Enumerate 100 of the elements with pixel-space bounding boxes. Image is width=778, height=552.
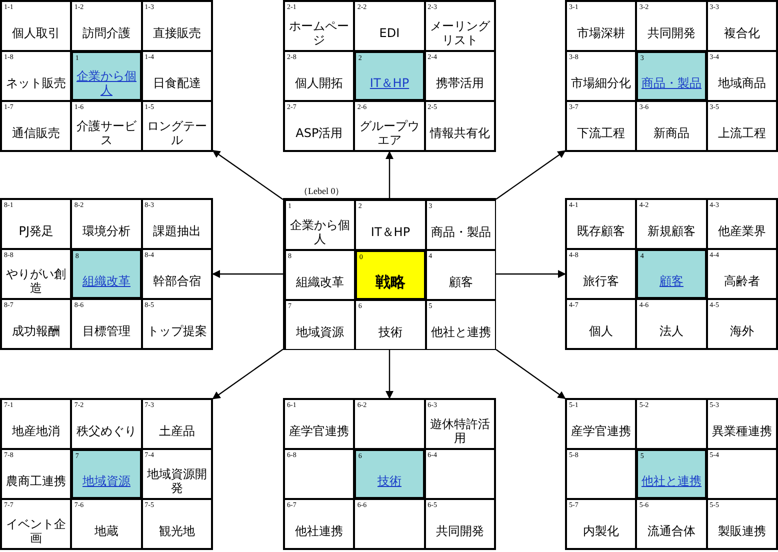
- idea-cell: [424, 1, 495, 51]
- idea-cell: [284, 499, 354, 549]
- theme-link: 技術: [377, 474, 402, 488]
- theme-cell: [355, 250, 426, 300]
- cell-text: 共同開発: [436, 524, 484, 538]
- idea-cell: [142, 1, 212, 51]
- theme-cell: [71, 449, 142, 499]
- idea-cell: [636, 399, 707, 449]
- idea-cell: [284, 1, 354, 51]
- idea-cell: [424, 399, 495, 449]
- cell-text: 製販連携: [718, 524, 766, 538]
- grid-frame: [565, 198, 778, 350]
- idea-cell: [706, 449, 777, 499]
- idea-cell: [1, 249, 72, 299]
- cell-text: 下流工程: [577, 126, 626, 140]
- cell-text: 観光地: [158, 524, 195, 538]
- idea-cell: [566, 101, 636, 151]
- theme-link: 企業から個人: [75, 68, 138, 96]
- idea-cell: [355, 300, 426, 350]
- cell-text: 商品・製品: [430, 224, 491, 238]
- idea-cell: [355, 200, 426, 250]
- idea-cell: [636, 199, 707, 249]
- cell-text: 異業種連携: [712, 424, 772, 438]
- cell-text: 目標管理: [82, 324, 130, 338]
- idea-cell: [1, 51, 72, 101]
- theme-cell: [71, 51, 142, 101]
- idea-cell: [1, 199, 72, 249]
- cell-text: トップ提案: [146, 324, 207, 338]
- cell-text: 個人開拓: [295, 76, 344, 90]
- idea-cell: [354, 1, 425, 51]
- idea-cell: [354, 499, 425, 549]
- cell-text: 組織改革: [296, 274, 344, 288]
- idea-cell: [706, 1, 777, 51]
- idea-cell: [424, 449, 495, 499]
- cell-text: 環境分析: [82, 224, 130, 238]
- cell-text: 土産品: [158, 424, 195, 438]
- arrow: [212, 348, 284, 400]
- idea-cell: [1, 1, 72, 51]
- idea-cell: [636, 299, 707, 349]
- cell-text: 幹部合宿: [152, 274, 201, 288]
- cell-text: ASP活用: [296, 126, 343, 140]
- idea-cell: [142, 199, 212, 249]
- cell-text: 成功報酬: [12, 324, 60, 338]
- grid-frame: [565, 398, 778, 550]
- idea-cell: [71, 399, 142, 449]
- cell-text: 地域資源: [296, 324, 344, 338]
- theme-cell: [636, 51, 707, 101]
- cell-text: 他社と連携: [430, 324, 491, 338]
- idea-cell: [706, 399, 777, 449]
- cell-text: 農商工連携: [6, 474, 66, 488]
- cell-text: 産学官連携: [571, 424, 632, 438]
- cell-text: 地蔵: [94, 524, 118, 538]
- cell-text: 上流工程: [718, 126, 766, 140]
- main-theme-text: 戦略: [375, 274, 406, 288]
- cell-text: 産学官連携: [289, 424, 350, 438]
- cell-text: 海外: [730, 324, 754, 338]
- grid-frame: [283, 398, 496, 550]
- cell-text: 課題抽出: [152, 224, 201, 238]
- grid-frame: [565, 0, 778, 152]
- idea-cell: [426, 200, 496, 250]
- cell-text: 新規顧客: [647, 224, 696, 238]
- idea-cell: [636, 499, 707, 549]
- cell-text: 介護サービス: [75, 118, 138, 146]
- theme-link: 他社と連携: [641, 474, 702, 488]
- idea-cell: [706, 199, 777, 249]
- cell-text: 共同開発: [647, 26, 696, 40]
- cell-text: 個人: [589, 324, 614, 338]
- idea-cell: [706, 101, 777, 151]
- cell-text: 市場深耕: [577, 26, 626, 40]
- idea-cell: [285, 300, 356, 350]
- arrow: [496, 270, 566, 278]
- idea-cell: [566, 299, 636, 349]
- cell-text: 遊休特許活用: [428, 416, 491, 444]
- cell-text: 地域資源開発: [146, 466, 208, 494]
- cell-text: 顧客: [448, 274, 473, 288]
- theme-cell: [71, 249, 142, 299]
- idea-cell: [426, 300, 496, 350]
- idea-cell: [566, 399, 636, 449]
- cell-text: グループウエア: [358, 118, 420, 146]
- arrow: [386, 151, 394, 198]
- cell-text: 直接販売: [152, 26, 201, 40]
- cell-text: 複合化: [724, 26, 760, 40]
- cell-text: 地産地消: [12, 424, 60, 438]
- cell-text: 技術: [378, 324, 402, 338]
- idea-cell: [424, 101, 495, 151]
- idea-cell: [142, 399, 212, 449]
- cell-text: 流通合体: [647, 524, 696, 538]
- cell-text: ロングテール: [146, 118, 208, 146]
- idea-cell: [142, 449, 212, 499]
- idea-cell: [1, 499, 72, 549]
- cell-text: 市場細分化: [571, 76, 632, 90]
- idea-cell: [142, 101, 212, 151]
- idea-cell: [354, 399, 425, 449]
- arrow: [386, 350, 394, 399]
- idea-cell: [636, 1, 707, 51]
- cell-text: ホームページ: [288, 18, 350, 46]
- idea-cell: [424, 499, 495, 549]
- theme-link: 組織改革: [82, 274, 130, 288]
- cell-text: イベント企画: [5, 516, 68, 544]
- idea-cell: [284, 399, 354, 449]
